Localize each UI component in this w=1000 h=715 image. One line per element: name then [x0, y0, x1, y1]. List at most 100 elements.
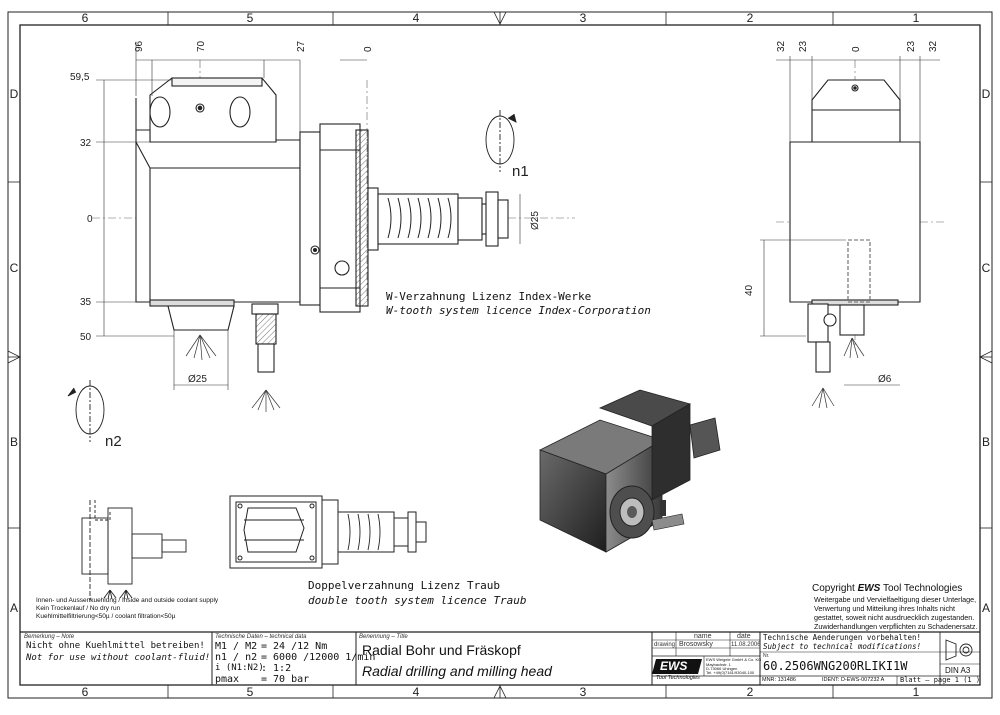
col-label-top: 5 [247, 11, 254, 25]
col-label-bottom: 3 [580, 685, 587, 699]
copyright-line-1: Weitergabe und Vervielfaeltigung dieser … [814, 595, 977, 604]
front-view [92, 60, 575, 412]
frame-labels: 6 5 4 3 2 1 6 5 4 3 2 1 D C B A D C B A [10, 11, 991, 699]
col-date-header: date [737, 633, 751, 640]
remark-de: Nicht ohne Kuehlmittel betreiben! [26, 641, 205, 651]
title-en: Radial drilling and milling head [362, 663, 552, 679]
dim-70: 70 [196, 40, 207, 52]
tech-p-value: = 70 bar [261, 674, 310, 685]
side-view [776, 60, 945, 409]
col-label-top: 3 [580, 11, 587, 25]
note-w-tooth-en: W-tooth system licence Index-Corporation [386, 304, 651, 317]
rotation-n2-icon [67, 380, 105, 442]
company-line-2: Maybachstr. 1 [706, 662, 731, 667]
col-label-bottom: 4 [413, 685, 420, 699]
col-label-bottom: 1 [913, 685, 920, 699]
dia-25-spindle: Ø25 [188, 374, 207, 385]
row-label-left: D [10, 87, 19, 101]
copyright-line-4: Zuwiderhandlungen verpflichten zu Schade… [814, 622, 978, 631]
front-dim-labels: 96 70 27 0 59,5 32 0 35 50 Ø25 Ø25 [70, 40, 541, 385]
tech-n-label: n1 / n2 [215, 652, 258, 663]
dim-96: 96 [134, 40, 145, 52]
dia-6: Ø6 [878, 374, 892, 385]
sheet-page: Blatt – page 1 (1 ) [900, 676, 981, 684]
dia-25-shaft: Ø25 [530, 211, 541, 230]
ews-logo [652, 659, 702, 674]
dim-32-right: 32 [928, 40, 939, 52]
col-label-top: 6 [82, 11, 89, 25]
isometric-render [538, 389, 721, 553]
dim-50: 50 [80, 332, 92, 343]
note-coolant-3: Kuehlmittelfiltrierung<50µ / coolant fil… [36, 613, 176, 620]
title-label: Benennung – Title [359, 634, 408, 640]
note-double-tooth-de: Doppelverzahnung Lizenz Traub [308, 579, 501, 592]
col-label-top: 2 [747, 11, 754, 25]
side-dim-labels: 32 23 0 23 32 40 Ø6 [744, 40, 939, 385]
copyright-suffix: Tool Technologies [880, 583, 963, 594]
ews-logo-text: EWS [660, 659, 688, 673]
rotation-n1-label: n1 [512, 163, 529, 180]
dim-0-side: 0 [851, 46, 862, 52]
dim-23-left: 23 [798, 40, 809, 52]
change-note-de: Technische Aenderungen vorbehalten! [763, 633, 922, 642]
col-label-top: 4 [413, 11, 420, 25]
drawing-date: 11.08.2006 [731, 642, 761, 648]
drawer-name: Brosowsky [679, 641, 713, 648]
drawing-frame [7, 11, 993, 699]
col-label-bottom: 5 [247, 685, 254, 699]
copyright-prefix: Copyright [812, 583, 858, 594]
row-label-left: B [10, 435, 18, 449]
side-dimensions [760, 56, 940, 386]
copyright-title: Copyright EWS Tool Technologies [812, 584, 962, 594]
row-label-right: B [982, 435, 990, 449]
title-de: Radial Bohr und Fräskopf [362, 642, 521, 658]
company-line-4: Tel. +49(0)7161/93040-100 [706, 670, 755, 675]
row-label-left: A [10, 601, 18, 615]
part-number: 60.2506WNG200RLIKI1W [763, 659, 908, 673]
row-drawing-label: drawing [654, 642, 676, 648]
copyright-line-3: gestattet, soweit nicht ausdruecklich zu… [814, 613, 975, 622]
note-coolant-1: Innen- und Aussenkuehlung / Inside and o… [36, 597, 219, 604]
rotation-n2-label: n2 [105, 433, 122, 450]
company-line-1: EWS Weigele GmbH & Co. KG [706, 657, 762, 662]
tech-i-value: : 1:2 [261, 663, 292, 674]
tech-data-label: Technische Daten – technical data [215, 634, 307, 640]
front-dimensions [96, 42, 521, 390]
tech-m-label: M1 / M2 [215, 641, 258, 652]
dim-40: 40 [744, 284, 755, 296]
note-w-tooth-de: W-Verzahnung Lizenz Index-Werke [386, 290, 592, 303]
note-coolant-2: Kein Trockenlauf / No dry run [36, 605, 121, 612]
title-block-frame [20, 631, 980, 685]
note-double-tooth-en: double tooth system licence Traub [308, 594, 527, 607]
coolant-schematic [81, 500, 187, 600]
dim-23-right: 23 [906, 40, 917, 52]
dim-0-left: 0 [87, 214, 93, 225]
dim-32: 32 [80, 138, 92, 149]
tech-n-value: = 6000 /12000 1/min [261, 652, 376, 663]
dim-35: 35 [80, 297, 92, 308]
col-label-bottom: 2 [747, 685, 754, 699]
projection-symbol-icon [945, 639, 973, 661]
dim-27: 27 [296, 40, 307, 52]
mnr-number: MNR: 131486 [762, 677, 796, 683]
tech-m-value: = 24 /12 Nm [261, 641, 328, 652]
col-label-top: 1 [913, 11, 920, 25]
copyright-line-2: Verwertung und Mitteilung ihres Inhalts … [814, 604, 956, 613]
row-label-right: A [982, 601, 990, 615]
double-tooth-view [229, 495, 427, 569]
ident-number: IDENT: D-EWS-007232 A [822, 677, 885, 683]
tech-p-label: pmax [215, 674, 240, 685]
rotation-n1-icon [485, 110, 517, 172]
change-note-en: Subject to technical modifications! [763, 642, 922, 651]
row-label-left: C [10, 261, 19, 275]
tech-i-label: i (N1:N2) [215, 663, 264, 673]
row-label-right: C [982, 261, 991, 275]
remark-label: Bemerkung – Note [24, 634, 75, 640]
dim-0: 0 [363, 46, 374, 52]
col-name-header: name [694, 633, 712, 640]
company-line-3: D-73066 Uhingen [706, 666, 738, 671]
sheet-format: DIN A3 [945, 666, 971, 675]
ews-logo-subtitle: Tool Technologies [656, 675, 700, 681]
col-label-bottom: 6 [82, 685, 89, 699]
